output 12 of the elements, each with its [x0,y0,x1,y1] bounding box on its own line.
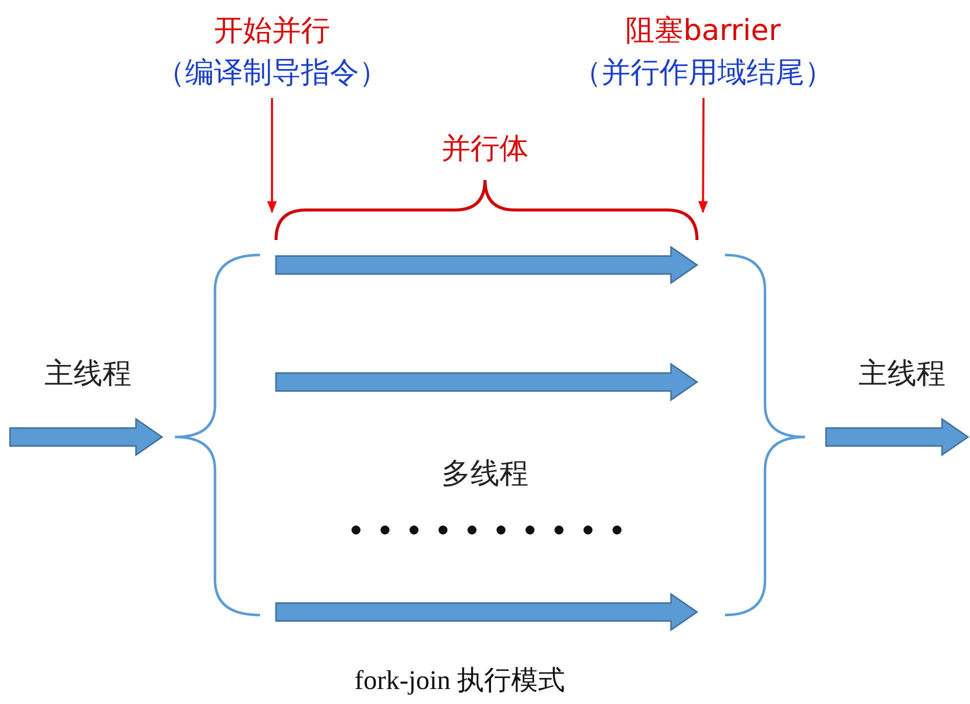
heading-text: 开始并行 [213,12,331,48]
brace-label: 并行体 [442,130,528,166]
thread-label: 主线程 [858,355,946,391]
note-text: （编译制导指令） [156,54,388,90]
heading-text: 阻塞barrier [624,12,782,48]
note-text: （并行作用域结尾） [572,54,834,90]
thread-label: 多线程 [442,455,528,491]
curly-brace [274,178,698,240]
arrow [267,98,277,214]
thread-label: 主线程 [44,355,132,391]
arrow [698,98,708,214]
caption: fork-join 执行模式 [354,664,566,697]
